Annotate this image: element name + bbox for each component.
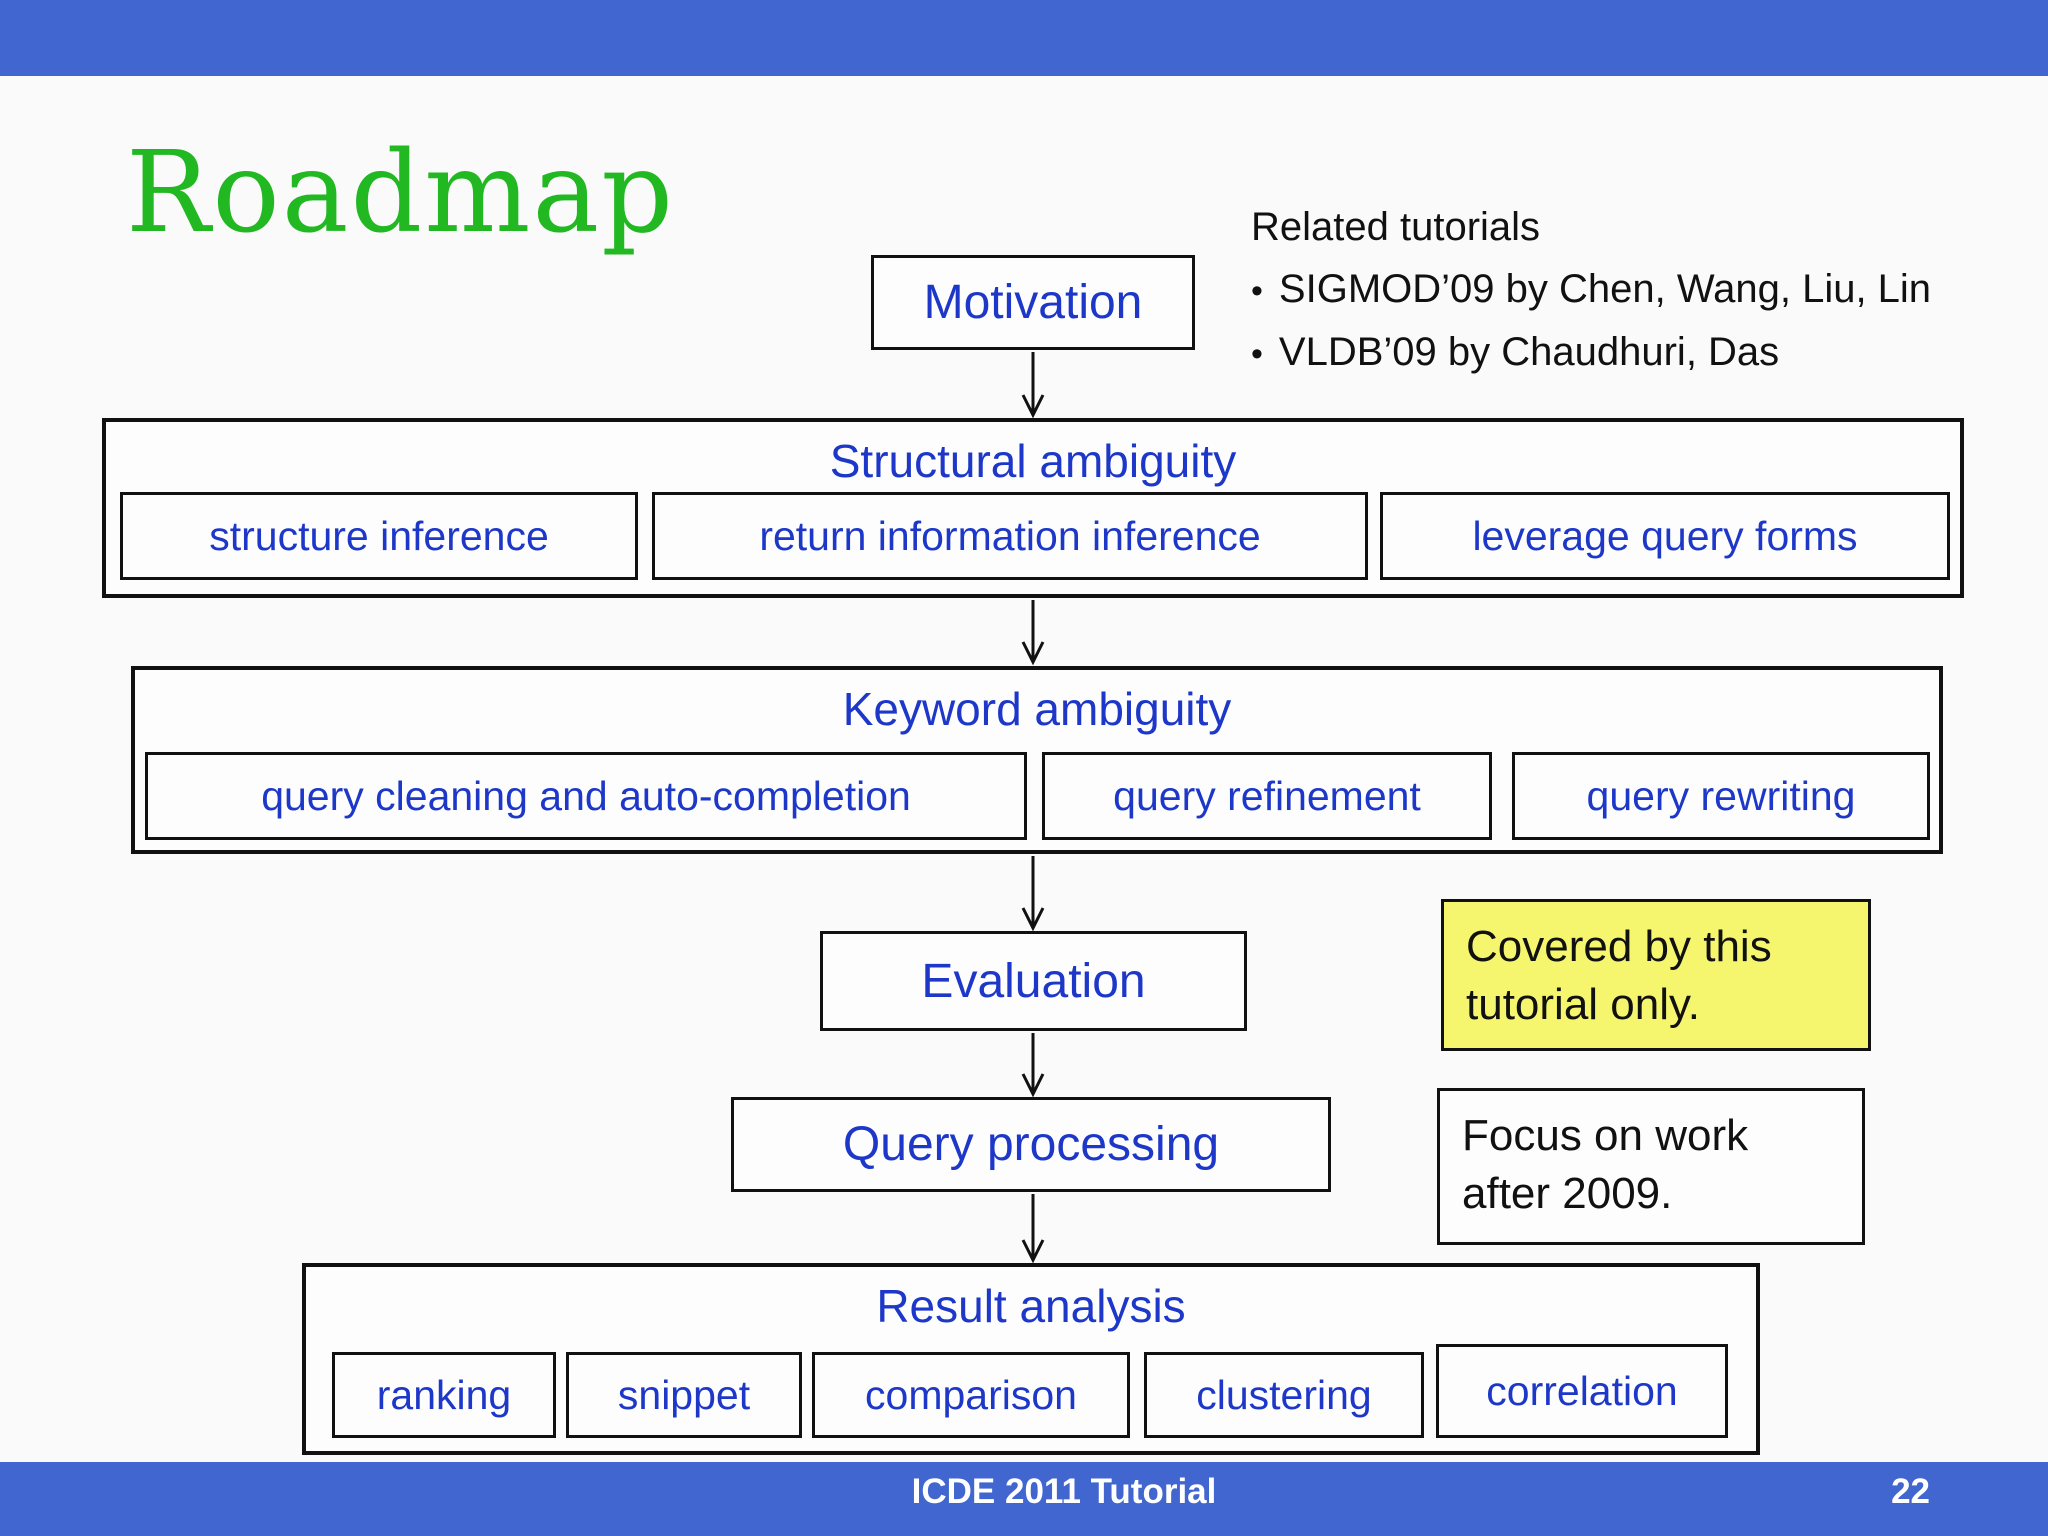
motivation-box: Motivation — [871, 255, 1195, 350]
result-analysis-title: Result analysis — [876, 1280, 1186, 1332]
flow-arrow-query-processing-to-result — [1021, 1194, 1045, 1264]
box-structure-inference: structure inference — [120, 492, 638, 580]
keyword-ambiguity-group: Keyword ambiguity query cleaning and aut… — [131, 666, 1943, 854]
footer-bar: ICDE 2011 Tutorial 22 — [0, 1462, 2048, 1536]
box-correlation: correlation — [1436, 1344, 1728, 1438]
box-query-cleaning-auto-completion: query cleaning and auto-completion — [145, 752, 1027, 840]
bullet-icon: • — [1251, 272, 1263, 311]
related-tutorials-item-text: VLDB’09 by Chaudhuri, Das — [1278, 329, 1780, 374]
related-tutorials: Related tutorials • SIGMOD’09 by Chen, W… — [1251, 196, 1931, 383]
footer-title: ICDE 2011 Tutorial — [911, 1472, 1217, 1511]
box-return-information-inference: return information inference — [652, 492, 1368, 580]
related-tutorials-item-text: SIGMOD’09 by Chen, Wang, Liu, Lin — [1278, 267, 1932, 312]
related-tutorials-item: • SIGMOD’09 by Chen, Wang, Liu, Lin — [1251, 258, 1931, 320]
box-comparison: comparison — [812, 1352, 1130, 1438]
evaluation-box: Evaluation — [820, 931, 1247, 1031]
slide-title: Roadmap — [126, 128, 675, 258]
structural-ambiguity-title: Structural ambiguity — [829, 435, 1237, 487]
flow-arrow-structural-to-keyword — [1021, 600, 1045, 666]
box-ranking: ranking — [332, 1352, 556, 1438]
note-focus-after-2009: Focus on work after 2009. — [1437, 1088, 1865, 1245]
bullet-icon: • — [1251, 334, 1263, 373]
flow-arrow-motivation-to-structural — [1021, 352, 1045, 419]
box-leverage-query-forms: leverage query forms — [1380, 492, 1950, 580]
box-query-rewriting: query rewriting — [1512, 752, 1930, 840]
note-covered-by-tutorial: Covered by this tutorial only. — [1441, 899, 1871, 1051]
related-tutorials-heading: Related tutorials — [1251, 205, 1541, 249]
related-tutorials-item: • VLDB’09 by Chaudhuri, Das — [1251, 321, 1931, 383]
keyword-ambiguity-title: Keyword ambiguity — [842, 683, 1232, 735]
flow-arrow-evaluation-to-query-processing — [1021, 1033, 1045, 1098]
box-clustering: clustering — [1144, 1352, 1424, 1438]
result-analysis-group: Result analysis ranking snippet comparis… — [302, 1263, 1760, 1455]
query-processing-box: Query processing — [731, 1097, 1331, 1192]
structural-ambiguity-group: Structural ambiguity structure inference… — [102, 418, 1964, 598]
box-snippet: snippet — [566, 1352, 802, 1438]
top-bar — [0, 0, 2048, 76]
page-number: 22 — [1891, 1472, 1930, 1511]
box-query-refinement: query refinement — [1042, 752, 1492, 840]
flow-arrow-keyword-to-evaluation — [1021, 856, 1045, 932]
